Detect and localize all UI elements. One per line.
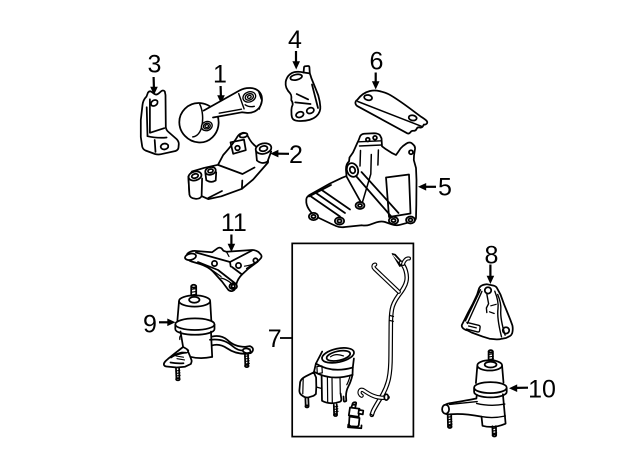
svg-text:10: 10 bbox=[528, 376, 556, 404]
svg-text:3: 3 bbox=[148, 51, 162, 79]
svg-text:2: 2 bbox=[289, 141, 303, 169]
svg-text:9: 9 bbox=[143, 311, 157, 339]
svg-text:1: 1 bbox=[213, 61, 227, 89]
svg-text:6: 6 bbox=[370, 48, 384, 76]
svg-text:11: 11 bbox=[221, 209, 247, 237]
svg-text:8: 8 bbox=[485, 242, 499, 270]
svg-text:4: 4 bbox=[288, 26, 302, 54]
svg-text:5: 5 bbox=[438, 174, 452, 202]
svg-text:7: 7 bbox=[268, 325, 282, 353]
